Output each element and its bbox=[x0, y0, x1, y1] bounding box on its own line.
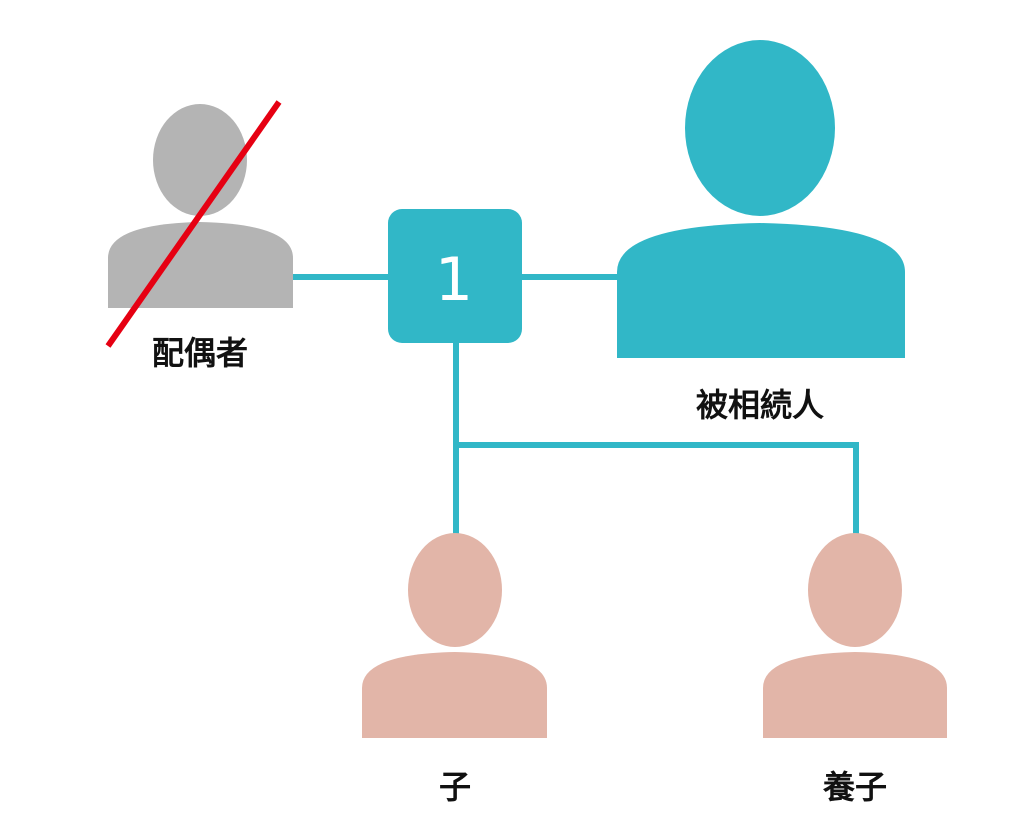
adopted-child-person-icon bbox=[763, 533, 947, 738]
child-vertical-line bbox=[453, 340, 459, 536]
spouse-label: 配偶者 bbox=[152, 334, 248, 372]
cross-out-line bbox=[105, 100, 282, 348]
order-box bbox=[388, 209, 522, 343]
order-number: 1 bbox=[435, 245, 473, 315]
adopted-child-label: 養子 bbox=[823, 768, 887, 806]
spouse-connector bbox=[292, 274, 390, 280]
decedent-person-icon bbox=[617, 40, 905, 358]
decedent-label: 被相続人 bbox=[696, 386, 824, 424]
children-horizontal-line bbox=[453, 442, 859, 448]
spouse-person-icon bbox=[108, 104, 293, 308]
child-label: 子 bbox=[439, 768, 471, 806]
adopted-vertical-line bbox=[853, 442, 859, 536]
connector-lines bbox=[292, 274, 859, 536]
child-person-icon bbox=[362, 533, 547, 738]
decedent-connector bbox=[519, 274, 619, 280]
